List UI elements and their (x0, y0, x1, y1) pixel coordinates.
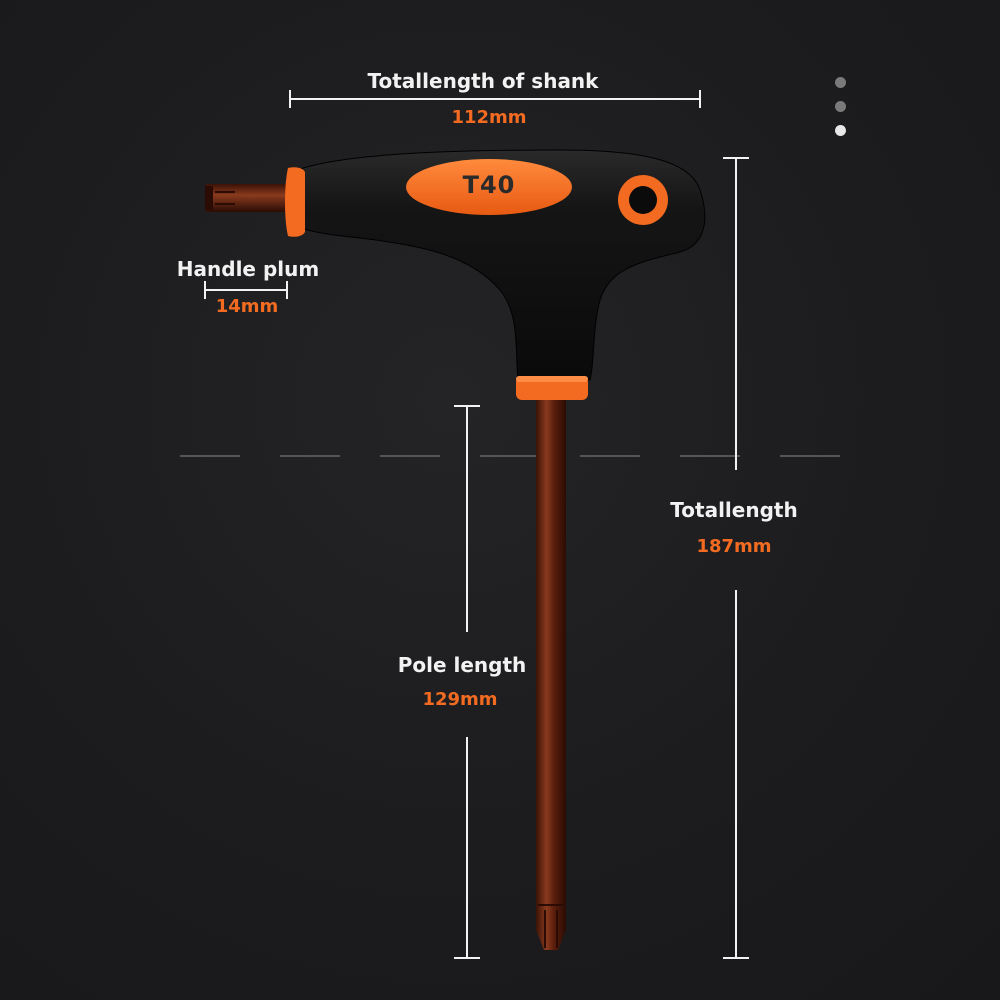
handle-left-collar (285, 167, 305, 237)
hanging-hole (618, 175, 668, 225)
pager-dot[interactable] (835, 101, 846, 112)
size-badge (406, 159, 572, 215)
shank-length-label: Totallength of shank (367, 69, 599, 93)
handle-plum-label: Handle plum (176, 257, 320, 281)
total-length-value: 187mm (696, 536, 772, 557)
main-shaft (536, 395, 566, 950)
size-badge-text: T40 (462, 171, 516, 199)
side-bit-stub (205, 184, 295, 212)
pole-length-value: 129mm (422, 689, 498, 710)
shank-length-value: 112mm (451, 107, 527, 128)
pager-dot[interactable] (835, 125, 846, 136)
pole-length-label: Pole length (397, 653, 527, 677)
handle-plum-value: 14mm (215, 296, 279, 317)
handle-body (291, 149, 706, 381)
total-length-label: Totallength (670, 498, 798, 522)
pager-dot[interactable] (835, 77, 846, 88)
